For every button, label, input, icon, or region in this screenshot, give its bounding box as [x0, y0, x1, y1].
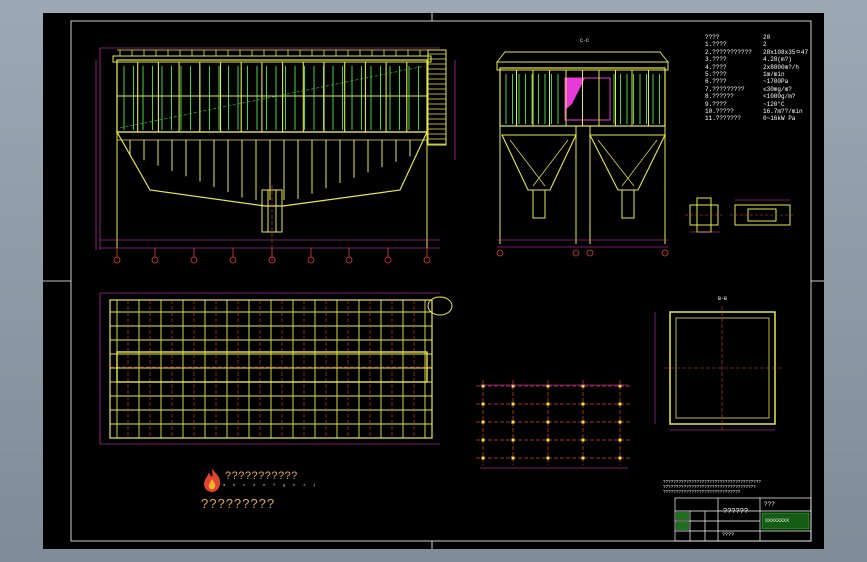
front-elevation-view — [95, 47, 456, 264]
title-block-sheet-id: ??? — [764, 501, 775, 508]
note-line: ?????????????????????????????? — [663, 490, 741, 496]
title-block-code: XXXXXXXX — [765, 518, 790, 524]
section-box-view: B-B — [654, 296, 781, 431]
spec-row: 1.???? 2 — [705, 41, 808, 48]
drawing-sheet — [43, 13, 824, 549]
title-block — [674, 497, 812, 542]
spec-value: 1m/min — [763, 71, 785, 79]
title-block-fills — [676, 512, 810, 530]
spec-key: 4.???? — [705, 63, 727, 71]
spec-value: 2x8000m?/h — [763, 63, 800, 71]
sheet-border — [43, 13, 824, 549]
spec-value: ~120°C — [763, 100, 785, 108]
spec-row: 6.???? ~1700Pa — [705, 78, 808, 85]
spec-key: 2.??????????? — [705, 48, 752, 56]
spec-value: 16.7m??/min — [763, 108, 803, 116]
side-elevation-view: C-C — [496, 38, 669, 257]
drawing-notes: ????????????????????????????????????????… — [663, 480, 761, 496]
spec-row: 10.????? 16.7m??/min — [705, 108, 808, 115]
spec-key: 10.????? — [705, 108, 734, 116]
spec-value: 0~16kW Pa — [763, 115, 796, 123]
spec-key: 9.???? — [705, 100, 727, 108]
spec-value: ~1700Pa — [763, 78, 789, 86]
note-line: ?????????????????????????????????????? — [663, 480, 761, 485]
spec-row: ???? 20 — [705, 34, 808, 41]
spec-key: 1.???? — [705, 41, 727, 49]
plan-view — [99, 292, 453, 445]
spec-row: 7.????????? ≤30mg/m? — [705, 86, 808, 93]
spec-row: 11.??????? 0~16kW Pa — [705, 115, 808, 122]
spec-row: 2.??????????? 28x108x35ㅇ47 — [705, 49, 808, 56]
spec-row: 3.???? 4.28(m?) — [705, 56, 808, 63]
side-view-label: C-C — [580, 38, 589, 44]
spec-row: 8.?????? <1000g/m? — [705, 93, 808, 100]
spec-key: 8.?????? — [705, 93, 734, 101]
spec-value: 20 — [763, 34, 771, 41]
spec-value: <1000g/m? — [763, 93, 796, 101]
spec-key: 7.????????? — [705, 85, 745, 93]
spec-row: 5.???? 1m/min — [705, 71, 808, 78]
spec-value: 28x108x35ㅇ47 — [763, 48, 809, 56]
spec-key: 5.???? — [705, 71, 727, 79]
logo-subtitle: a b c d e f g h i j — [223, 484, 319, 488]
title-block-drawing-name: ?????? — [723, 508, 749, 516]
detail-views — [685, 197, 795, 233]
flame-icon — [204, 468, 221, 492]
spec-value: 4.28(m?) — [763, 56, 792, 64]
spec-row: 9.???? ~120°C — [705, 101, 808, 108]
spec-key: 11.??????? — [705, 115, 742, 123]
note-line: ???????????????????????????????????? — [663, 485, 756, 491]
spec-value: 2 — [763, 41, 767, 49]
spec-row: 4.???? 2x8000m?/h — [705, 64, 808, 71]
section-label: B-B — [718, 296, 727, 302]
spec-key: 3.???? — [705, 56, 727, 64]
foundation-grid — [476, 380, 630, 469]
logo-title: ??????????? — [225, 470, 298, 482]
spec-key: ???? — [705, 34, 720, 41]
logo-tagline: ????????? — [201, 496, 276, 511]
spec-value: ≤30mg/m? — [763, 85, 792, 93]
title-block-tag: ???? — [722, 532, 735, 538]
spec-key: 6.???? — [705, 78, 727, 86]
